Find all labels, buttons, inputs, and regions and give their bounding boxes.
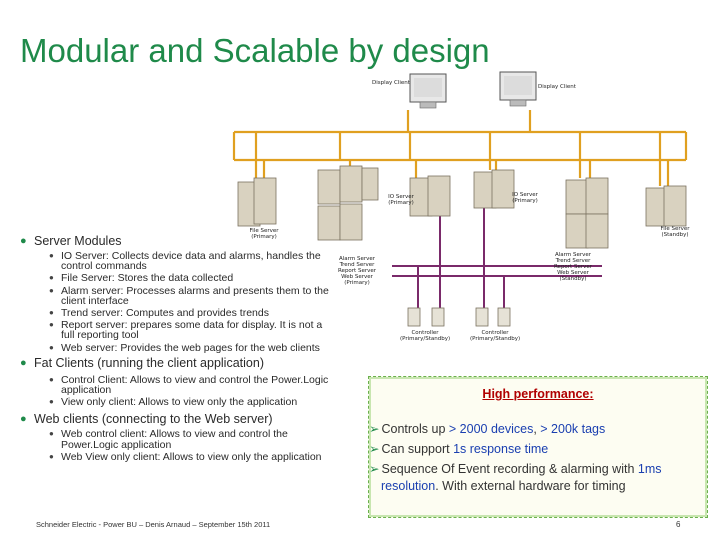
list-item: ● Trend server: Computes and provides tre… <box>20 307 330 320</box>
list-item: ● Web View only client: Allows to view on… <box>20 450 330 463</box>
bullet-dot-icon: ● <box>49 374 54 384</box>
list-item: ● Alarm server: Processes alarms and pres… <box>20 284 330 307</box>
ethernet-bus <box>232 110 688 186</box>
performance-line-devices: ➢Controls up > 2000 devices, > 200k tags <box>369 421 605 436</box>
perf-highlight: > 200k tags <box>540 422 606 436</box>
list-item: ● Web control client: Allows to view and … <box>20 428 330 451</box>
bullet-dot-icon: ● <box>49 397 54 407</box>
bullet-dot-icon: ● <box>49 342 54 352</box>
controller-right-label: Controller (Primary/Standby) <box>470 330 521 342</box>
controller-right-icon <box>475 307 511 327</box>
list-item-text: Report server: prepares some data for di… <box>61 319 323 342</box>
perf-text: Can support <box>381 442 454 456</box>
io-server-center-icon <box>409 175 451 217</box>
arrow-bullet-icon: ➢ <box>369 462 380 476</box>
bullet-dot-icon: ● <box>49 251 54 260</box>
slide-footer: Schneider Electric - Power BU – Denis Ar… <box>36 520 271 529</box>
bullet-dot-icon: ● <box>20 235 27 247</box>
perf-text: Sequence Of Event recording & alarming w… <box>381 462 638 476</box>
io-server-cluster-left-icon <box>317 165 379 241</box>
performance-box: High performance: ➢Controls up > 2000 de… <box>368 376 708 518</box>
bullet-dot-icon: ● <box>49 273 54 283</box>
performance-line-resolution: resolution. With external hardware for t… <box>381 479 626 493</box>
bullet-label: Server Modules <box>34 234 122 248</box>
list-item-text: Trend server: Computes and provides tren… <box>61 307 269 320</box>
perf-text: , <box>533 422 541 436</box>
arrow-bullet-icon: ➢ <box>369 442 380 456</box>
arrow-bullet-icon: ➢ <box>369 422 380 436</box>
file-server-label: File Server (Primary) <box>249 228 279 240</box>
feature-list: ● Server Modules ● IO Server: Collects de… <box>20 234 330 462</box>
performance-title: High performance: <box>482 387 594 401</box>
file-server-standby-label: File Server (Standby) <box>660 226 690 238</box>
page-number: 6 <box>676 520 681 529</box>
bullet-dot-icon: ● <box>49 308 54 318</box>
perf-text: Controls up <box>381 422 449 436</box>
display-client-monitor-2 <box>499 71 537 107</box>
alarm-server-cluster-right-icon <box>565 177 609 249</box>
controller-left-icon <box>407 307 445 327</box>
list-item-text: Control Client: Allows to view and contr… <box>61 373 329 397</box>
bullet-web-clients: ● Web clients (connecting to the Web ser… <box>20 412 330 426</box>
io-server-right-icon <box>473 169 515 209</box>
list-item-text: Web View only client: Allows to view onl… <box>61 450 322 463</box>
list-item: ● View only client: Allows to view only t… <box>20 396 330 409</box>
bullet-dot-icon: ● <box>49 429 54 439</box>
list-item-text: Alarm server: Processes alarms and prese… <box>61 284 329 307</box>
alarm-server-left-label: Alarm Server Trend Server Report Server … <box>337 256 377 286</box>
perf-highlight: 1ms <box>637 462 662 476</box>
perf-text: . With external hardware for timing <box>435 479 626 493</box>
controller-left-label: Controller (Primary/Standby) <box>400 330 451 342</box>
bullet-dot-icon: ● <box>20 413 27 426</box>
io-server-left-label: IO Server (Primary) <box>388 194 414 206</box>
alarm-server-right-label: Alarm Server Trend Server Report Server … <box>553 252 593 282</box>
slide-title: Modular and Scalable by design <box>20 32 490 69</box>
file-server-standby-icon <box>645 185 687 227</box>
list-item-text: Web control client: Allows to view and c… <box>61 428 288 451</box>
bullet-dot-icon: ● <box>20 356 27 369</box>
list-item-text: Web server: Provides the web pages for t… <box>61 341 320 354</box>
list-item-text: File Server: Stores the data collected <box>61 272 234 285</box>
list-item: ● Web server: Provides the web pages for … <box>20 341 330 354</box>
bullet-label: Web clients (connecting to the Web serve… <box>34 412 273 427</box>
display-client2-label: Display Client <box>538 84 576 90</box>
perf-highlight: 1s response time <box>453 442 549 456</box>
bullet-dot-icon: ● <box>49 285 54 295</box>
fieldbus <box>392 208 602 310</box>
list-item: ● Control Client: Allows to view and cont… <box>20 373 330 397</box>
file-server-primary-icon <box>237 177 277 227</box>
bullet-label: Fat Clients (running the client applicat… <box>34 355 264 370</box>
perf-highlight: > 2000 devices <box>448 422 534 436</box>
list-item-text: View only client: Allows to view only th… <box>61 396 298 409</box>
perf-highlight: resolution <box>381 479 436 493</box>
io-server-right-label: IO Server (Primary) <box>512 192 538 204</box>
list-item: ● Report server: prepares some data for d… <box>20 319 330 342</box>
list-item-text: IO Server: Collects device data and alar… <box>61 250 321 273</box>
performance-line-soe: ➢Sequence Of Event recording & alarming … <box>369 461 662 476</box>
list-item: ● File Server: Stores the data collected <box>20 272 330 285</box>
bullet-fat-clients: ● Fat Clients (running the client applic… <box>20 356 330 370</box>
display-client-label: Display Client <box>372 80 410 86</box>
display-client-monitor-1 <box>409 73 447 109</box>
list-item: ● IO Server: Collects device data and ala… <box>20 250 330 273</box>
performance-line-response: ➢Can support 1s response time <box>369 441 548 456</box>
bullet-dot-icon: ● <box>49 451 54 461</box>
bullet-dot-icon: ● <box>49 320 54 330</box>
bullet-server-modules: ● Server Modules <box>20 234 330 248</box>
